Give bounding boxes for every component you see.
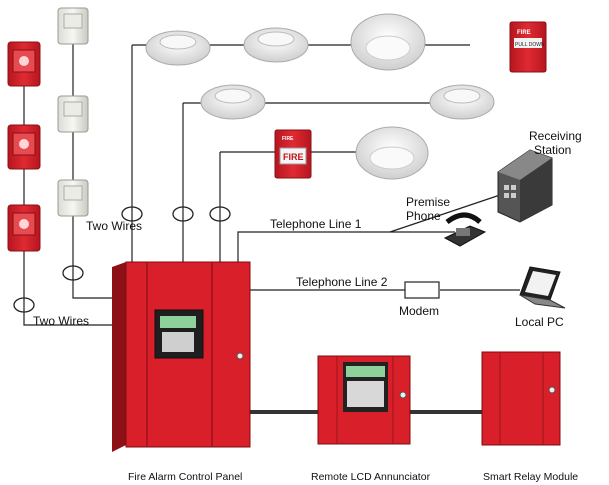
loop-2 bbox=[62, 265, 84, 281]
horn-strobe-2 bbox=[57, 95, 89, 133]
loop-1 bbox=[13, 297, 35, 313]
caption-remote-lcd-annunciator: Remote LCD Annunciator bbox=[311, 471, 431, 483]
smoke-detector-1 bbox=[145, 30, 211, 66]
label-two-wires-lower: Two Wires bbox=[33, 314, 89, 328]
loop-5 bbox=[209, 206, 231, 222]
horn-strobe-1 bbox=[57, 7, 89, 45]
smoke-detector-4 bbox=[200, 84, 266, 120]
pull-station-right: FIRE PULL DOWN bbox=[509, 21, 547, 73]
smoke-detector-2 bbox=[243, 27, 309, 63]
smart-relay-module bbox=[481, 351, 561, 446]
strobe-2 bbox=[7, 124, 41, 170]
label-premise-phone-1: Premise bbox=[406, 195, 450, 209]
pull-station-right-label: FIRE bbox=[517, 30, 531, 36]
premise-phone bbox=[443, 212, 487, 247]
label-telephone-line-2: Telephone Line 2 bbox=[296, 275, 388, 289]
wire-loops bbox=[13, 206, 231, 313]
label-receiving-station-2: Station bbox=[534, 143, 571, 157]
pull-station-center: FIRE FIRE bbox=[274, 129, 312, 179]
label-modem: Modem bbox=[399, 304, 439, 318]
smoke-detector-6 bbox=[355, 126, 429, 180]
label-premise-phone-2: Phone bbox=[406, 209, 441, 223]
strobe-1 bbox=[7, 41, 41, 87]
remote-lcd-annunciator bbox=[317, 355, 411, 445]
pull-station-center-label: FIRE bbox=[283, 152, 304, 162]
strobe-3 bbox=[7, 204, 41, 252]
label-receiving-station-1: Receiving bbox=[529, 129, 582, 143]
loop-4 bbox=[172, 206, 194, 222]
receiving-station bbox=[497, 149, 553, 223]
smoke-detector-3 bbox=[350, 13, 426, 71]
label-two-wires-upper: Two Wires bbox=[86, 219, 142, 233]
caption-fire-alarm-control-panel: Fire Alarm Control Panel bbox=[128, 471, 242, 483]
pull-station-right-sub: PULL DOWN bbox=[515, 42, 545, 48]
loop-3 bbox=[121, 206, 143, 222]
fire-alarm-control-panel bbox=[112, 261, 251, 452]
label-telephone-line-1: Telephone Line 1 bbox=[270, 217, 362, 231]
modem-box bbox=[404, 281, 440, 299]
local-pc-laptop bbox=[519, 266, 566, 309]
wiring bbox=[23, 35, 520, 326]
label-local-pc: Local PC bbox=[515, 315, 564, 329]
pull-station-center-small: FIRE bbox=[282, 136, 294, 142]
horn-strobe-3 bbox=[57, 179, 89, 217]
smoke-detector-5 bbox=[429, 84, 495, 120]
caption-smart-relay-module: Smart Relay Module bbox=[483, 471, 578, 483]
